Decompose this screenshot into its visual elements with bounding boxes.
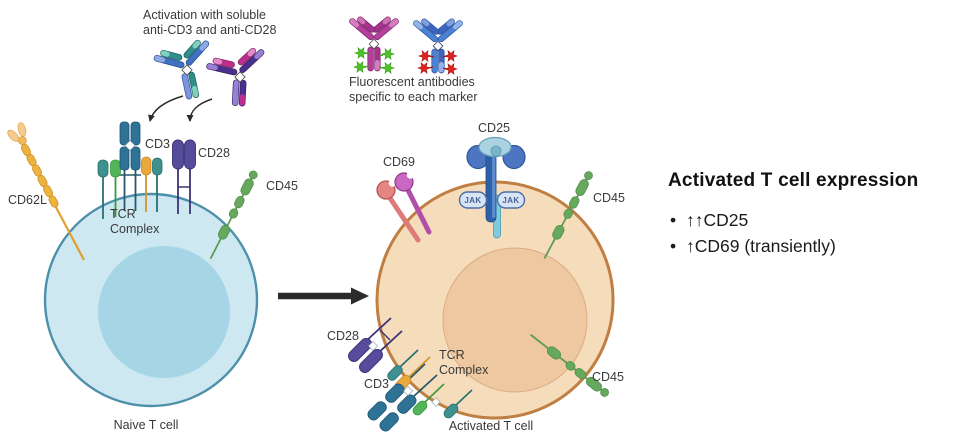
fluorescent-note-line1: Fluorescent antibodies — [349, 75, 475, 89]
tcr-complex-label-naive-line2: Complex — [110, 222, 160, 236]
green-fluorophores — [353, 47, 395, 74]
cd3-label-naive: CD3 — [145, 137, 170, 151]
cd69-receptor — [376, 171, 432, 243]
jak-kinase-right: JAK — [496, 191, 526, 209]
list-item-cd25-text: ↑↑CD25 — [686, 210, 749, 230]
cd69-label: CD69 — [383, 155, 415, 169]
cd62l-receptor — [7, 122, 85, 261]
activation-arrow — [278, 287, 369, 305]
jak-label-left: JAK — [464, 196, 481, 205]
tcr-complex-label-activated-line1: TCR — [439, 348, 465, 362]
fluorescent-antibody-blue — [413, 18, 463, 74]
naive-nucleus — [98, 246, 230, 378]
jak-kinase-left: JAK — [458, 191, 488, 209]
cd45-label-naive: CD45 — [266, 179, 298, 193]
cd25-receptor: JAK JAK — [458, 136, 526, 239]
naive-cell-name: Naive T cell — [114, 418, 179, 432]
curved-arrow-to-cd3 — [148, 95, 184, 122]
anti-cd28-antibody — [206, 47, 265, 107]
anti-cd3-antibody — [153, 39, 210, 100]
tcr-complex-label-activated-line2: Complex — [439, 363, 489, 377]
tcr-complex-naive — [97, 121, 163, 219]
cd28-receptor-naive — [172, 139, 196, 214]
cd25-label: CD25 — [478, 121, 510, 135]
naive-t-cell-body — [43, 192, 259, 408]
cd45-label-activated-upper: CD45 — [593, 191, 625, 205]
activation-note-line1: Activation with soluble — [143, 8, 266, 22]
curved-arrow-to-cd28 — [186, 98, 213, 122]
activated-cell-name: Activated T cell — [449, 419, 533, 433]
list-item-cd69: ↑CD69 (transiently) — [668, 233, 958, 259]
tcr-complex-label-naive-line1: TCR — [110, 207, 136, 221]
cd28-label-activated: CD28 — [327, 329, 359, 343]
cd3-label-activated: CD3 — [364, 377, 389, 391]
fluorescent-note-line2: specific to each marker — [349, 90, 478, 104]
cd28-receptor-activated — [348, 317, 403, 373]
fluorescent-antibody-magenta — [349, 16, 399, 72]
jak-label-right: JAK — [502, 196, 519, 205]
cd28-label-naive: CD28 — [198, 146, 230, 160]
tcr-complex-activated — [367, 349, 473, 432]
cd62l-label: CD62L — [8, 193, 47, 207]
list-item-cd25: ↑↑CD25 — [668, 207, 958, 233]
cd62l-lectin-head — [7, 122, 27, 145]
info-panel-title: Activated T cell expression — [668, 170, 919, 191]
expression-list: ↑↑CD25 ↑CD69 (transiently) — [668, 207, 958, 259]
cd45-label-activated-lower: CD45 — [592, 370, 624, 384]
activation-note-line2: anti-CD3 and anti-CD28 — [143, 23, 276, 37]
red-fluorophores — [417, 50, 458, 75]
list-item-cd69-text: ↑CD69 (transiently) — [686, 236, 836, 256]
info-panel: Activated T cell expression ↑↑CD25 ↑CD69… — [668, 170, 958, 259]
